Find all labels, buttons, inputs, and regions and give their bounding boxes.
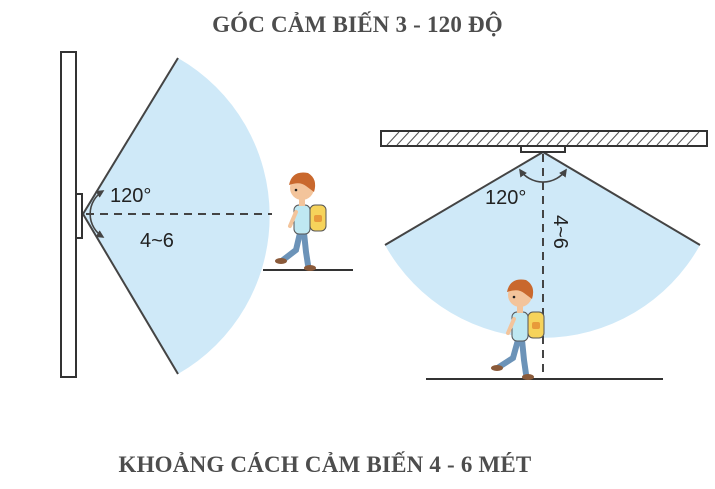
zone-edge-right bbox=[542, 151, 701, 246]
distance-label-ceiling: 4~6 bbox=[549, 215, 571, 249]
wall-sensor bbox=[75, 193, 83, 239]
distance-label-wall: 4~6 bbox=[140, 230, 174, 252]
ceiling-sensor bbox=[520, 145, 566, 153]
ceiling-hatch bbox=[386, 131, 700, 146]
zone-edge-left bbox=[384, 151, 544, 246]
walking-boy-right bbox=[491, 279, 545, 380]
zone-edge-bottom bbox=[82, 213, 179, 375]
angle-label-wall: 120° bbox=[110, 185, 151, 207]
walking-boy-left bbox=[275, 172, 327, 271]
zone-edge-top bbox=[82, 57, 179, 215]
wall-mount-diagram: 120° 4~6 bbox=[60, 51, 353, 378]
title-sensor-distance: KHOẢNG CÁCH CẢM BIẾN 4 - 6 MÉT bbox=[118, 452, 532, 477]
title-sensor-angle: GÓC CẢM BIẾN 3 - 120 ĐỘ bbox=[212, 12, 503, 37]
angle-arc-wall bbox=[89, 190, 105, 238]
wall bbox=[60, 51, 77, 378]
ceiling-mount-diagram: 120° 4~6 bbox=[380, 130, 708, 380]
detection-zone-wall bbox=[83, 58, 270, 374]
angle-arc-ceiling bbox=[519, 168, 567, 183]
angle-label-ceiling: 120° bbox=[485, 187, 526, 209]
